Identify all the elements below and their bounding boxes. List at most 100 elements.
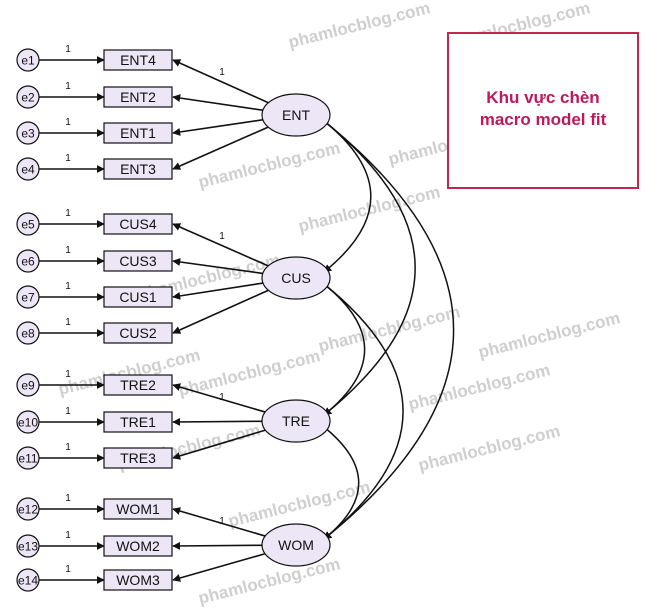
loading-label-WOM: 1 [219, 516, 225, 527]
indicator-label-TRE3: TRE3 [120, 450, 156, 466]
error-node-e13 [16, 534, 40, 558]
error-weight-label-e10: 1 [65, 406, 71, 417]
error-node-e3 [16, 121, 40, 145]
error-node-e11 [16, 446, 40, 470]
indicator-label-WOM3: WOM3 [116, 572, 160, 588]
indicator-label-ENT2: ENT2 [120, 89, 156, 105]
covariance-ENT-WOM [315, 113, 455, 540]
latent-label-TRE: TRE [282, 413, 310, 429]
loading-label-TRE: 1 [219, 392, 225, 403]
error-weight-label-e5: 1 [65, 208, 71, 219]
loading-label-ENT: 1 [219, 67, 225, 78]
loading-path-CUS1 [172, 282, 264, 300]
error-weight-label-e14: 1 [65, 564, 71, 575]
loading-path-ENT4 [172, 59, 269, 104]
error-weight-label-e8: 1 [65, 317, 71, 328]
latent-node-WOM [261, 523, 331, 567]
error-weight-label-e4: 1 [65, 153, 71, 164]
latent-label-WOM: WOM [278, 537, 314, 553]
macro-box-line1: Khu vực chèn [486, 88, 599, 107]
indicator-box-WOM3 [103, 569, 173, 591]
indicator-box-ENT3 [103, 158, 173, 180]
error-label-e5: e5 [21, 218, 35, 232]
indicator-box-WOM2 [103, 535, 173, 557]
error-node-e5 [16, 212, 40, 236]
error-node-e7 [16, 285, 40, 309]
error-weight-label-e6: 1 [65, 245, 71, 256]
macro-box-line2: macro model fit [480, 110, 607, 129]
error-label-e4: e4 [21, 163, 35, 177]
error-node-e6 [16, 249, 40, 273]
indicator-label-CUS4: CUS4 [119, 216, 157, 232]
indicator-box-CUS3 [103, 250, 173, 272]
loading-path-TRE2 [172, 383, 266, 413]
indicator-box-TRE3 [103, 447, 173, 469]
loading-path-TRE3 [172, 429, 266, 460]
indicator-label-WOM2: WOM2 [116, 538, 160, 554]
error-label-e12: e12 [18, 503, 38, 517]
error-label-e1: e1 [21, 54, 35, 68]
loading-path-ENT2 [172, 94, 264, 111]
covariance-ENT-TRE [315, 113, 416, 416]
error-label-e11: e11 [18, 452, 37, 466]
watermark-text-7: phamlocblog.com [316, 302, 462, 356]
indicator-label-ENT4: ENT4 [120, 52, 156, 68]
watermark-text-1: phamlocblog.com [286, 0, 432, 52]
error-label-e3: e3 [21, 127, 35, 141]
indicator-box-ENT4 [103, 49, 173, 71]
watermark-text-12: phamlocblog.com [416, 421, 562, 475]
error-label-e14: e14 [18, 574, 38, 588]
loading-path-ENT3 [172, 126, 269, 170]
error-node-e8 [16, 321, 40, 345]
covariance-layer [315, 113, 455, 540]
indicator-box-WOM1 [103, 498, 173, 520]
loading-path-CUS3 [172, 258, 263, 275]
indicator-label-ENT1: ENT1 [120, 125, 156, 141]
indicator-label-CUS3: CUS3 [119, 253, 157, 269]
watermark-text-8: phamlocblog.com [476, 308, 622, 362]
error-label-e13: e13 [18, 540, 38, 554]
indicator-box-TRE2 [103, 374, 173, 396]
loading-path-CUS2 [172, 289, 269, 334]
covariance-ENT-CUS [315, 113, 372, 273]
error-weight-label-e3: 1 [65, 117, 71, 128]
loading-path-WOM3 [172, 552, 266, 582]
covariance-CUS-WOM [315, 276, 404, 540]
loading-path-CUS4 [172, 223, 269, 267]
indicator-label-ENT3: ENT3 [120, 161, 156, 177]
indicator-label-TRE2: TRE2 [120, 377, 156, 393]
indicator-label-CUS1: CUS1 [119, 289, 157, 305]
loading-path-TRE1 [172, 417, 263, 426]
error-weight-label-e2: 1 [65, 81, 71, 92]
latent-label-CUS: CUS [281, 270, 311, 286]
error-node-e2 [16, 85, 40, 109]
indicator-box-TRE1 [103, 411, 173, 433]
indicator-box-CUS1 [103, 286, 173, 308]
error-label-e6: e6 [21, 255, 35, 269]
error-node-e1 [16, 48, 40, 72]
error-node-e10 [16, 410, 40, 434]
error-label-e10: e10 [18, 416, 38, 430]
watermark-text-14: phamlocblog.com [226, 477, 372, 531]
error-weight-label-e1: 1 [65, 44, 71, 55]
error-label-e7: e7 [21, 291, 35, 305]
error-node-e9 [16, 373, 40, 397]
indicator-label-TRE1: TRE1 [120, 414, 156, 430]
latent-label-ENT: ENT [282, 107, 310, 123]
indicator-box-CUS2 [103, 322, 173, 344]
error-weight-label-e11: 1 [65, 442, 71, 453]
covariance-CUS-TRE [315, 276, 366, 416]
watermark-text-15: phamlocblog.com [196, 554, 342, 608]
error-weight-label-e9: 1 [65, 369, 71, 380]
error-weight-label-e7: 1 [65, 281, 71, 292]
error-weight-label-e12: 1 [65, 493, 71, 504]
error-label-e2: e2 [21, 91, 35, 105]
node-layer: e1 ENT4 e2 ENT2 e3 ENT1 e4 ENT3 ENT e5 CUS4 e6 CUS3 e… [16, 48, 331, 592]
error-label-e8: e8 [21, 327, 35, 341]
latent-node-CUS [261, 256, 331, 300]
error-node-e4 [16, 157, 40, 181]
error-node-e14 [16, 568, 40, 592]
indicator-box-ENT2 [103, 86, 173, 108]
